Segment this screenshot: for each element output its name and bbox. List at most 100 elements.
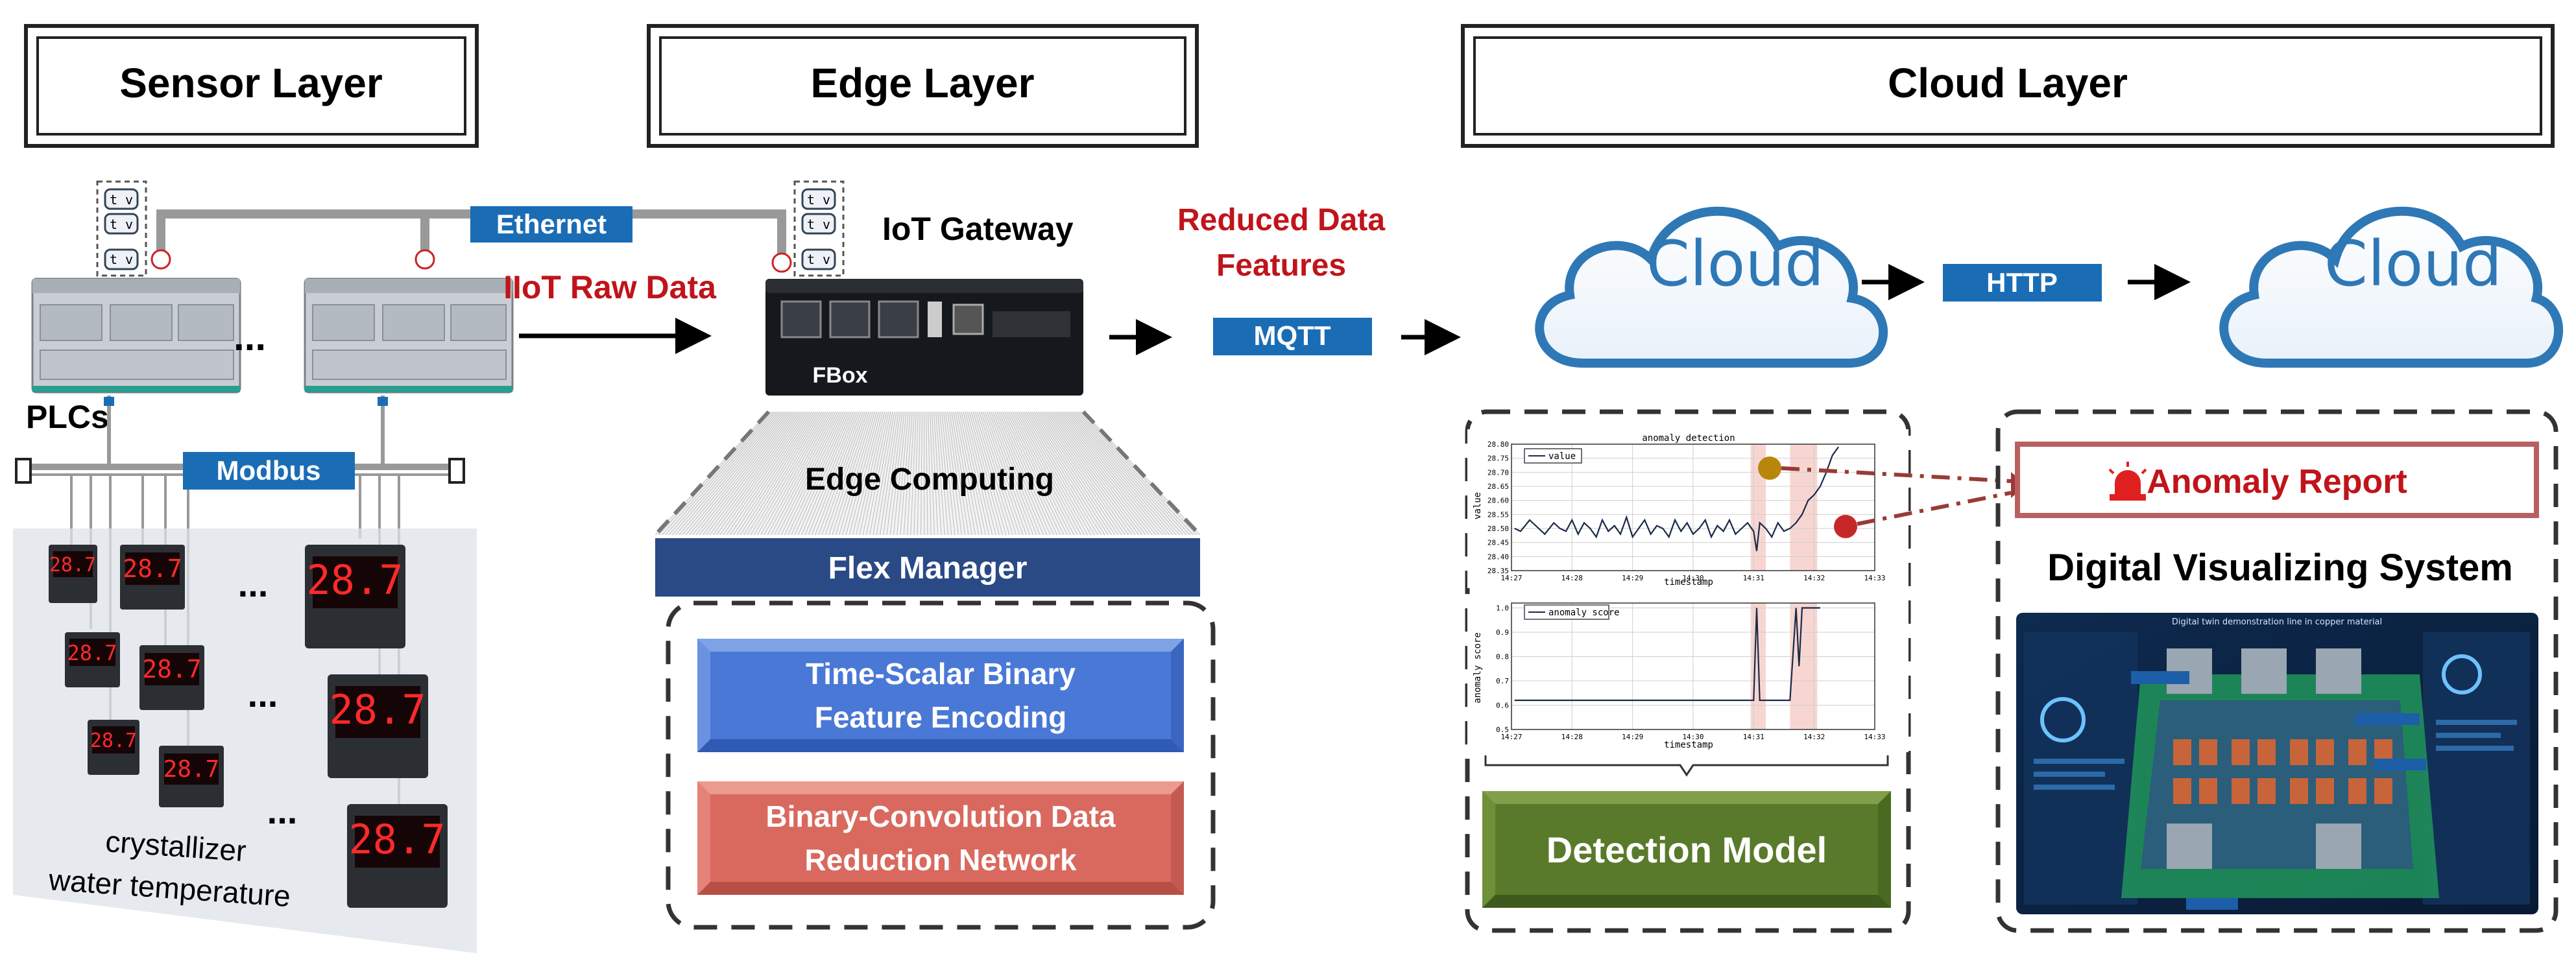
y-tick-label: 28.80 bbox=[1487, 440, 1509, 449]
edge-layer-title: Edge Layer bbox=[810, 60, 1034, 106]
cloud-1-label: Cloud bbox=[1646, 228, 1824, 300]
x-tick-label: 14:33 bbox=[1864, 733, 1885, 741]
meter: 28.7 bbox=[305, 545, 405, 648]
edge-layer-header: Edge Layer bbox=[647, 24, 1199, 148]
meter-ellipsis: ... bbox=[238, 563, 269, 604]
meter-reading: 28.7 bbox=[142, 655, 202, 683]
charts-brace bbox=[1484, 755, 1889, 777]
anomaly-report-box: Anomaly Report bbox=[2015, 442, 2539, 518]
temperature-meters: 28.7 28.7 28.7 28.7 28.7 28.7 bbox=[49, 545, 448, 908]
reduced-features-line-2: Features bbox=[1216, 248, 1346, 283]
meter-reading: 28.7 bbox=[163, 756, 220, 783]
meter: 28.7 bbox=[139, 645, 204, 710]
anomaly-link-1 bbox=[1781, 466, 2012, 483]
y-tick-label: 28.55 bbox=[1487, 510, 1509, 519]
terminal-label: t v bbox=[110, 252, 133, 267]
meter: 28.7 bbox=[65, 632, 120, 687]
x-tick-label: 14:29 bbox=[1622, 574, 1643, 582]
y-tick-label: 0.5 bbox=[1496, 726, 1509, 734]
anomaly-marker-gold bbox=[1758, 456, 1781, 480]
y-tick-label: 28.75 bbox=[1487, 455, 1509, 463]
meter-reading: 28.7 bbox=[90, 729, 137, 752]
cloud-2-label: Cloud bbox=[2324, 228, 2502, 300]
x-tick-label: 14:32 bbox=[1803, 733, 1825, 741]
series-line bbox=[1514, 607, 1820, 702]
sensor-layer-title: Sensor Layer bbox=[119, 60, 383, 106]
legend-label: anomaly score bbox=[1548, 608, 1620, 618]
y-tick-label: 1.0 bbox=[1496, 604, 1509, 613]
edge-algorithms-group bbox=[666, 600, 1216, 930]
y-tick-label: 0.7 bbox=[1496, 677, 1509, 685]
series-line bbox=[1514, 446, 1839, 551]
anomaly-report-label: Anomaly Report bbox=[2147, 463, 2407, 501]
fbox-device: FBox bbox=[765, 279, 1083, 396]
x-tick-label: 14:27 bbox=[1500, 574, 1522, 582]
chart-title: anomaly detection bbox=[1642, 433, 1735, 444]
meter: 28.7 bbox=[328, 674, 428, 778]
encoding-line-1: Time-Scalar Binary bbox=[806, 657, 1076, 691]
plot-frame bbox=[1511, 602, 1875, 730]
raw-data-label: IIoT Raw Data bbox=[503, 269, 717, 305]
meter-ellipsis: ... bbox=[267, 790, 298, 831]
chart-x-label: timestamp bbox=[1664, 740, 1713, 750]
x-tick-label: 14:28 bbox=[1561, 733, 1583, 741]
sensor-layer-header: Sensor Layer bbox=[24, 24, 479, 148]
ethernet-port-icon bbox=[771, 252, 792, 273]
x-tick-label: 14:30 bbox=[1682, 733, 1703, 741]
ethernet-port-icon bbox=[150, 249, 171, 270]
ethernet-tag bbox=[470, 206, 632, 243]
chart-legend: value bbox=[1524, 448, 1582, 464]
encoding-line-2: Feature Encoding bbox=[815, 700, 1066, 734]
encoding-module: Time-Scalar Binary Feature Encoding bbox=[697, 639, 1184, 752]
visualizing-system-title: Digital Visualizing System bbox=[2047, 547, 2513, 589]
detection-panel bbox=[1465, 409, 1911, 933]
meter-reading: 28.7 bbox=[49, 554, 96, 576]
x-tick-label: 14:30 bbox=[1682, 574, 1703, 582]
iot-gateway-label: IoT Gateway bbox=[882, 211, 1074, 247]
edge-computing-label: Edge Computing bbox=[805, 462, 1054, 497]
http-tag bbox=[1943, 264, 2102, 302]
modbus-tag bbox=[183, 452, 355, 490]
terminal-stack-1: t v t v t v bbox=[96, 180, 171, 277]
anomaly-window bbox=[1790, 444, 1818, 571]
flex-manager-label: Flex Manager bbox=[828, 551, 1028, 586]
plc-unit-2 bbox=[304, 278, 514, 394]
chart-legend: anomaly score bbox=[1524, 604, 1620, 620]
y-tick-label: 28.40 bbox=[1487, 552, 1509, 561]
terminal-label: t v bbox=[807, 252, 830, 267]
mqtt-tag bbox=[1213, 318, 1372, 355]
reduced-features-line-1: Reduced Data bbox=[1177, 203, 1385, 237]
reduction-line-2: Reduction Network bbox=[804, 843, 1077, 877]
plc-unit-1 bbox=[31, 278, 241, 394]
alarm-icon bbox=[2108, 462, 2147, 501]
cloud-icon-2: Cloud bbox=[2219, 206, 2564, 368]
fbox-label: FBox bbox=[813, 363, 868, 388]
y-tick-label: 28.70 bbox=[1487, 468, 1509, 477]
cloud-icon-1: Cloud bbox=[1535, 206, 1888, 368]
digital-twin-dashboard: Digital twin demonstration line in coppe… bbox=[2016, 613, 2538, 914]
meter-reading: 28.7 bbox=[123, 554, 182, 583]
flex-manager-bar bbox=[655, 538, 1200, 597]
terminal-label: t v bbox=[807, 217, 830, 232]
meter: 28.7 bbox=[159, 746, 224, 807]
meter: 28.7 bbox=[88, 720, 139, 775]
visualization-panel bbox=[1995, 409, 2558, 933]
ethernet-port-icon bbox=[415, 249, 435, 270]
y-tick-label: 0.8 bbox=[1496, 653, 1509, 661]
chart-y-label: anomaly score bbox=[1473, 632, 1483, 704]
meter-reading: 28.7 bbox=[348, 816, 445, 863]
x-tick-label: 14:29 bbox=[1622, 733, 1643, 741]
y-tick-label: 28.65 bbox=[1487, 482, 1509, 491]
chart-y-label: value bbox=[1473, 492, 1483, 519]
cloud-layer-header: Cloud Layer bbox=[1461, 24, 2555, 148]
anomaly-window bbox=[1790, 603, 1818, 729]
x-tick-label: 14:28 bbox=[1561, 574, 1583, 582]
terminal-stack-2: t v t v t v bbox=[771, 180, 845, 277]
y-tick-label: 28.45 bbox=[1487, 539, 1509, 547]
detection-model-block: Detection Model bbox=[1482, 791, 1891, 908]
plot-frame bbox=[1511, 444, 1875, 571]
edge-computing-funnel bbox=[653, 410, 1202, 537]
modbus-label: Modbus bbox=[217, 455, 321, 486]
mqtt-label: MQTT bbox=[1254, 320, 1331, 351]
